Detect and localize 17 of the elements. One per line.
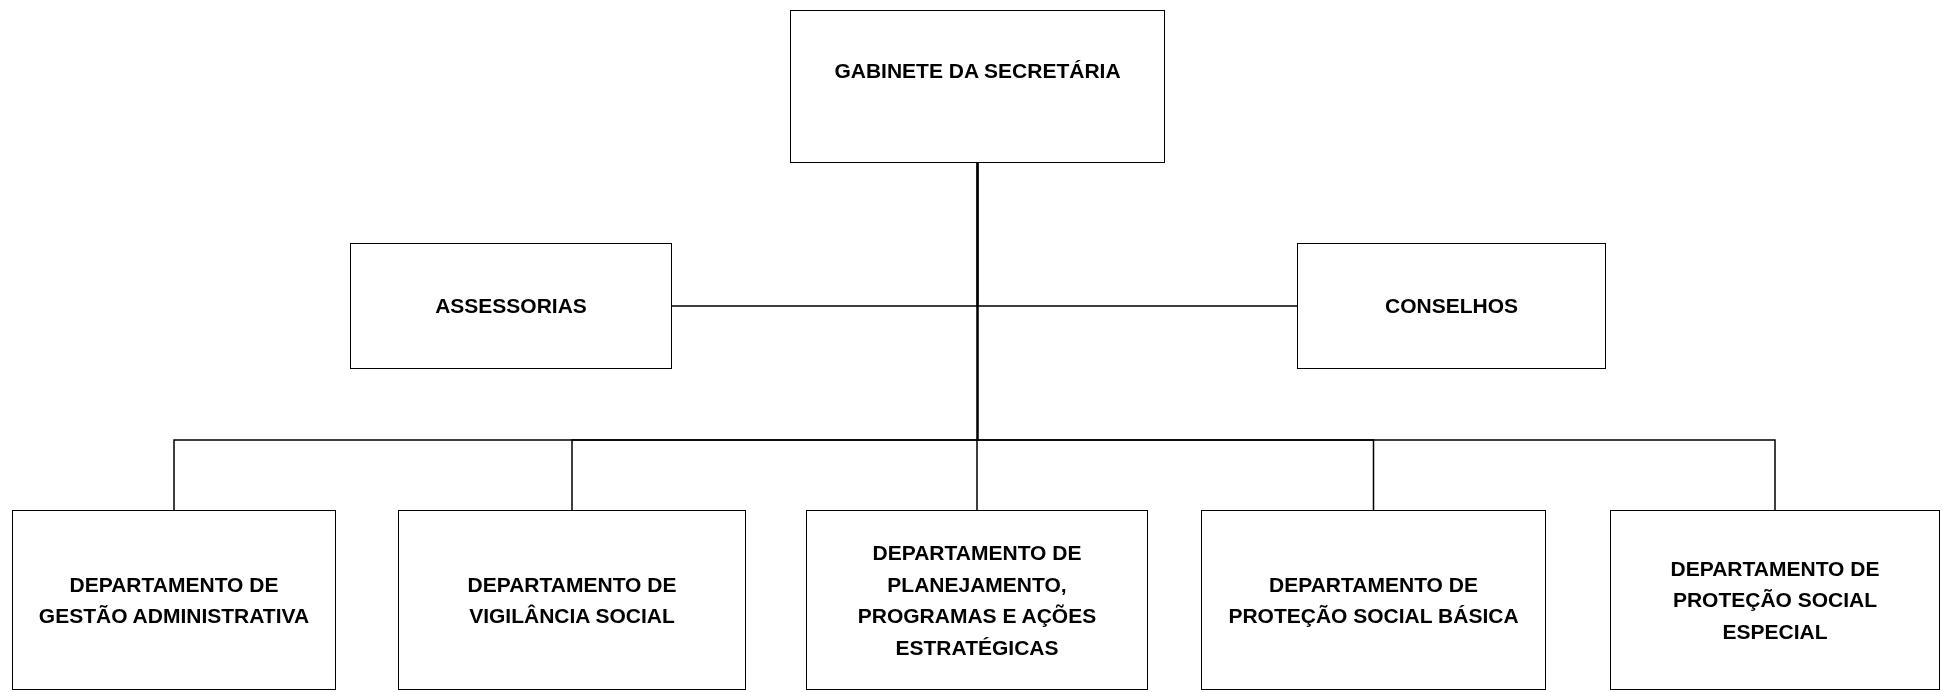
unit-name: DEPARTAMENTO DE PROTEÇÃO SOCIAL ESPECIAL: [1669, 555, 1881, 645]
unit-name: DEPARTAMENTO DE VIGILÂNCIA SOCIAL: [466, 571, 678, 629]
org-unit-box: [1610, 510, 1940, 690]
org-unit-box: [12, 510, 336, 690]
org-unit-box: [1297, 243, 1606, 369]
unit-name: DEPARTAMENTO DE GESTÃO ADMINISTRATIVA: [37, 571, 311, 629]
org-unit-box: [1201, 510, 1546, 690]
unit-name: DEPARTAMENTO DE PLANEJAMENTO, PROGRAMAS E AÇÕES ESTRATÉGICAS: [856, 540, 1098, 661]
connector-line: [976, 162, 1776, 511]
unit-name: CONSELHOS: [1385, 293, 1518, 320]
unit-name: DEPARTAMENTO DE PROTEÇÃO SOCIAL BÁSICA: [1227, 571, 1520, 629]
org-unit-box: [398, 510, 746, 690]
org-unit-box: [806, 510, 1148, 690]
unit-name: GABINETE DA SECRETÁRIA: [834, 58, 1121, 84]
org-unit-box: [350, 243, 672, 369]
org-unit-box: [790, 10, 1165, 163]
unit-name: ASSESSORIAS: [435, 293, 587, 320]
